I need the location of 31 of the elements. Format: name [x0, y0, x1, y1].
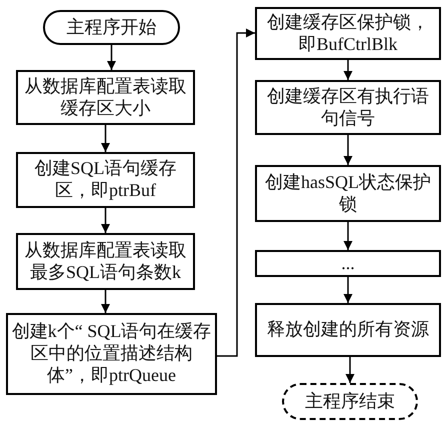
- process-box: [255, 303, 441, 357]
- step-text: 从数据库配置表读取缓存区大小: [24, 76, 188, 120]
- step-text: 创建缓存区有执行语句信号: [266, 86, 430, 130]
- step-text: ...: [340, 252, 356, 274]
- process-box: [16, 233, 195, 290]
- arrow: [344, 277, 352, 303]
- process-box: [255, 7, 441, 60]
- arrow: [344, 60, 352, 80]
- process-box: [255, 165, 441, 222]
- step-text: 释放创建的所有资源: [266, 319, 430, 341]
- step-text: 主程序结束: [304, 390, 396, 412]
- arrow: [101, 125, 110, 152]
- arrow: [344, 135, 352, 165]
- arrow: [344, 222, 352, 250]
- process-box: [255, 250, 441, 277]
- process-box: [6, 313, 217, 395]
- step-text: 创建hasSQL状态保护锁: [264, 172, 432, 216]
- step-text: 从数据库配置表读取最多SQL语句条数k: [24, 240, 188, 284]
- step-text: 创建k个“ SQL语句在缓存区中的位置描述结构体”，即ptrQueue: [10, 321, 212, 387]
- arrow: [101, 290, 110, 313]
- arrow: [101, 208, 110, 233]
- arrow: [217, 28, 255, 357]
- step-text: 主程序开始: [66, 16, 158, 38]
- process-box: [16, 152, 195, 208]
- process-box: [16, 70, 195, 125]
- process-box: [255, 80, 441, 135]
- step-text: 创建缓存区保护锁，即BufCtrlBlk: [266, 12, 430, 56]
- terminal-shape: [43, 10, 180, 45]
- arrow: [346, 357, 354, 383]
- arrow: [107, 45, 116, 70]
- step-text: 创建SQL语句缓存区，即ptrBuf: [33, 158, 178, 202]
